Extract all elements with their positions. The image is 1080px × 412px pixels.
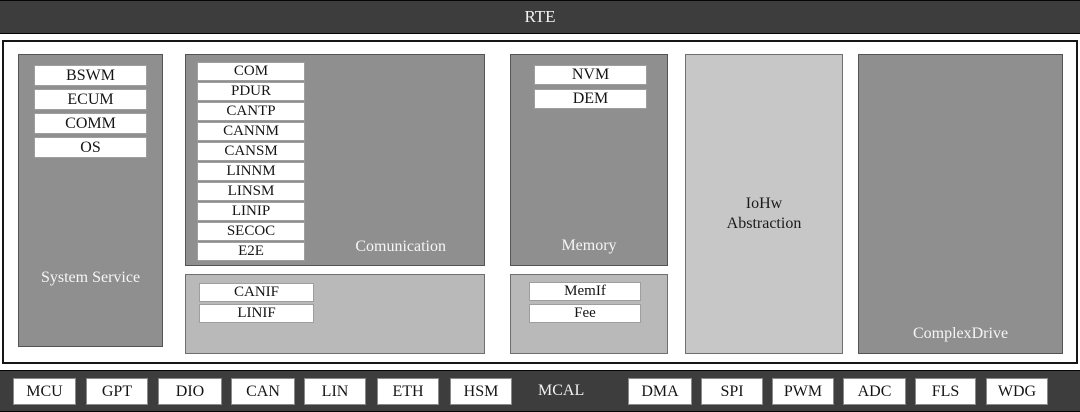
module-cantp: CANTP xyxy=(197,102,305,121)
module-mcu: MCU xyxy=(13,378,76,405)
module-dem: DEM xyxy=(534,89,647,109)
module-secoc: SECOC xyxy=(197,222,305,241)
memory-block: NVM DEM Memory xyxy=(510,54,668,266)
rte-layer-bar: RTE xyxy=(0,0,1080,34)
module-bswm: BSWM xyxy=(34,65,147,86)
iohw-abstraction-label: IoHw Abstraction xyxy=(726,195,802,232)
module-memif: MemIf xyxy=(529,282,641,301)
communication-interface-module-stack: CANIF LINIF xyxy=(199,283,314,325)
module-linnm: LINNM xyxy=(197,162,305,181)
module-dma: DMA xyxy=(628,378,692,405)
module-linip: LINIP xyxy=(197,202,305,221)
complex-drive-block: ComplexDrive xyxy=(858,54,1063,354)
module-pwm: PWM xyxy=(772,378,834,405)
complex-drive-label: ComplexDrive xyxy=(912,325,1009,342)
module-dio: DIO xyxy=(158,378,222,405)
communication-block: COM PDUR CANTP CANNM CANSM LINNM LINSM L… xyxy=(185,54,485,266)
system-service-module-stack: BSWM ECUM COMM OS xyxy=(34,65,147,161)
module-ecum: ECUM xyxy=(34,89,147,110)
module-cansm: CANSM xyxy=(197,142,305,161)
module-fls: FLS xyxy=(915,378,976,405)
mcal-label: MCAL xyxy=(538,382,585,399)
module-canif: CANIF xyxy=(199,283,314,302)
module-comm: COMM xyxy=(34,113,147,134)
system-service-block: BSWM ECUM COMM OS System Service xyxy=(18,54,163,347)
module-wdg: WDG xyxy=(986,378,1048,405)
module-spi: SPI xyxy=(701,378,763,405)
communication-module-stack: COM PDUR CANTP CANNM CANSM LINNM LINSM L… xyxy=(197,62,305,262)
bsw-layer-area: BSWM ECUM COMM OS System Service COM PDU… xyxy=(2,40,1078,364)
module-hsm: HSM xyxy=(450,378,512,405)
module-pdur: PDUR xyxy=(197,82,305,101)
memory-interface-block: MemIf Fee xyxy=(510,274,668,354)
rte-label: RTE xyxy=(524,7,556,26)
module-nvm: NVM xyxy=(534,65,647,85)
module-os: OS xyxy=(34,137,147,158)
module-gpt: GPT xyxy=(86,378,148,405)
module-lin: LIN xyxy=(304,378,366,405)
module-linsm: LINSM xyxy=(197,182,305,201)
module-com: COM xyxy=(197,62,305,81)
memory-interface-module-stack: MemIf Fee xyxy=(529,282,641,326)
communication-interface-block: CANIF LINIF xyxy=(185,274,485,354)
module-adc: ADC xyxy=(843,378,906,405)
memory-module-stack: NVM DEM xyxy=(534,65,647,113)
module-e2e: E2E xyxy=(197,242,305,261)
communication-label: Comunication xyxy=(355,238,446,255)
module-fee: Fee xyxy=(529,304,641,323)
system-service-label: System Service xyxy=(40,269,141,286)
module-cannm: CANNM xyxy=(197,122,305,141)
module-can: CAN xyxy=(231,378,295,405)
module-eth: ETH xyxy=(377,378,439,405)
iohw-abstraction-block: IoHw Abstraction xyxy=(685,54,843,354)
module-linif: LINIF xyxy=(199,304,314,323)
memory-label: Memory xyxy=(561,237,617,254)
mcal-layer-bar: MCU GPT DIO CAN LIN ETH HSM MCAL DMA SPI… xyxy=(0,370,1080,412)
